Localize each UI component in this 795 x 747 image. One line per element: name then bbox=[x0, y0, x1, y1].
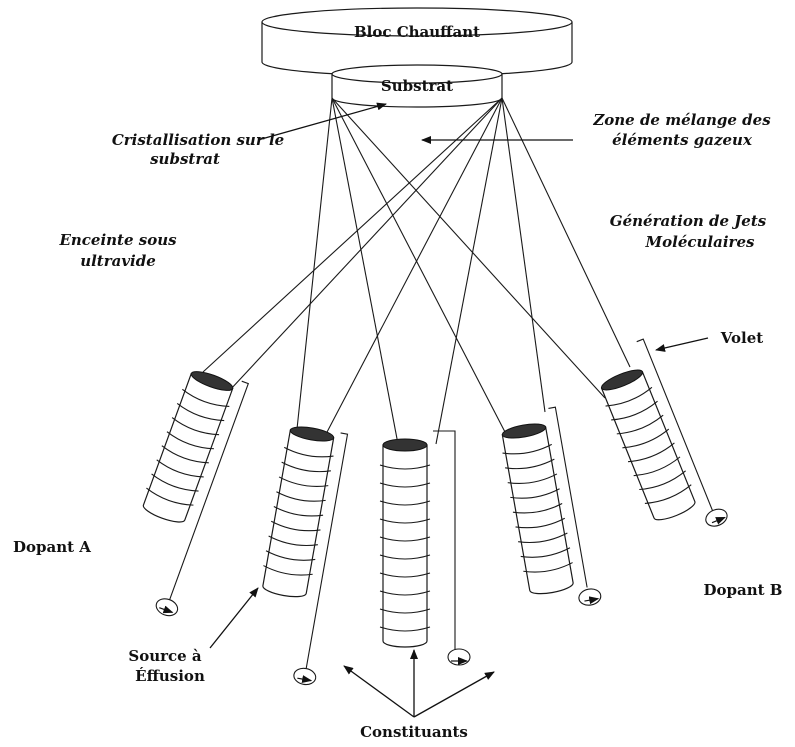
pointer-arrows bbox=[209, 102, 709, 718]
dopant-a-label: Dopant A bbox=[13, 538, 91, 556]
heater-block-label: Bloc Chauffant bbox=[354, 23, 480, 41]
effusion-source-label-2: Éffusion bbox=[135, 667, 205, 685]
heater-block: Bloc Chauffant bbox=[261, 7, 573, 77]
effusion-source-label-1: Source à bbox=[128, 647, 202, 665]
crystallization-label-1: Cristallisation sur le bbox=[112, 131, 284, 149]
effusion-cell-center bbox=[379, 430, 471, 666]
shutter-label: Volet bbox=[720, 329, 764, 347]
effusion-cell-right bbox=[501, 406, 602, 606]
dopant-b-label: Dopant B bbox=[704, 581, 783, 599]
chamber-label-2: ultravide bbox=[80, 252, 156, 270]
effusion-cell-left bbox=[262, 426, 349, 686]
chamber-label-1: Enceinte sous bbox=[58, 231, 177, 249]
beam-generation-label-1: Génération de Jets bbox=[610, 212, 767, 230]
crystallization-label-2: substrat bbox=[150, 150, 220, 168]
mixing-zone-label-1: Zone de mélange des bbox=[592, 111, 771, 129]
molecular-beams bbox=[202, 97, 631, 445]
constituents-label: Constituants bbox=[360, 723, 468, 741]
substrate: Substrat bbox=[331, 64, 503, 108]
mixing-zone-label-2: éléments gazeux bbox=[612, 131, 753, 149]
effusion-cell-dopant-a bbox=[142, 371, 250, 617]
substrate-label: Substrat bbox=[381, 77, 453, 95]
beam-generation-label-2: Moléculaires bbox=[645, 233, 755, 251]
effusion-cell-dopant-b bbox=[600, 338, 728, 527]
